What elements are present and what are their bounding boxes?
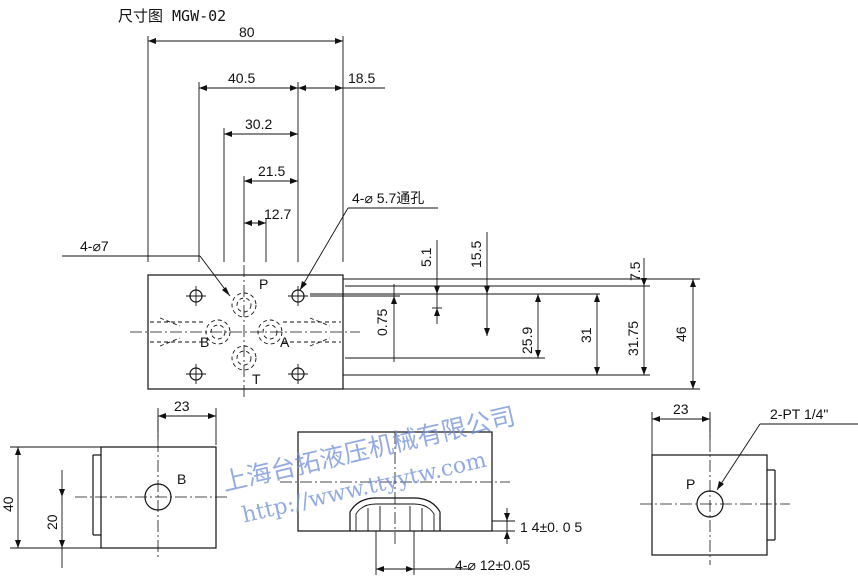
- dim-46: 46: [673, 326, 689, 342]
- port-circles: [205, 292, 283, 371]
- dim-0-75: 0.75: [374, 309, 390, 336]
- top-view-body: [147, 274, 344, 390]
- front-view: 1 4±0. 0 5 4-⌀ 12±0.05: [280, 431, 582, 575]
- dim-30-2: 30.2: [245, 116, 272, 132]
- dim-12-7: 12.7: [264, 206, 291, 222]
- left-side-view: B 23 40 20: [0, 398, 230, 568]
- dim-25-9: 25.9: [519, 327, 535, 354]
- dim-40: 40: [0, 496, 16, 512]
- port-label-p-right: P: [686, 476, 695, 492]
- dim-31-75: 31.75: [625, 321, 641, 356]
- dim-20: 20: [44, 514, 60, 530]
- port-label-p: P: [259, 276, 268, 292]
- top-view: P B A T: [130, 265, 360, 400]
- drawing-title: 尺寸图 MGW-02: [118, 7, 226, 25]
- watermark: 上海台拓液压机械有限公司 http://www.ttyytw.com: [219, 401, 518, 528]
- port-label-b: B: [200, 334, 209, 350]
- mounting-holes: [186, 286, 308, 384]
- right-side-view: P 23 2-PT 1/4": [640, 401, 858, 565]
- dim-5-1: 5.1: [418, 247, 434, 267]
- callout-through-holes: 4-⌀ 5.7通孔: [299, 190, 438, 291]
- callout-pt: 2-PT 1/4": [770, 406, 828, 422]
- dim-18-5: 18.5: [348, 70, 375, 86]
- horizontal-dimensions: 80 40.5 18.5 30.2 21.5 12.7: [147, 24, 385, 262]
- dim-15-5: 15.5: [468, 241, 484, 268]
- dim-23-right: 23: [673, 401, 689, 417]
- port-label-b-left: B: [177, 471, 186, 487]
- port-label-a: A: [280, 334, 290, 350]
- dim-14: 1 4±0. 0 5: [520, 519, 582, 535]
- dim-21-5: 21.5: [258, 163, 285, 179]
- dim-12: 4-⌀ 12±0.05: [455, 557, 530, 573]
- callout-mounting-holes: 4-⌀7: [62, 238, 231, 297]
- dim-31: 31: [578, 327, 594, 343]
- vertical-dimensions: 0.75 5.1 15.5 25.9 31 31.75 7.5 46: [310, 232, 700, 390]
- dim-80: 80: [239, 24, 255, 40]
- dim-23-left: 23: [174, 398, 190, 414]
- callout-4-5-7: 4-⌀ 5.7通孔: [352, 190, 424, 206]
- internal-passages: [150, 317, 341, 347]
- dim-40-5: 40.5: [228, 70, 255, 86]
- port-label-t: T: [252, 371, 261, 387]
- callout-4-7: 4-⌀7: [80, 238, 109, 254]
- dim-7-5: 7.5: [627, 261, 643, 281]
